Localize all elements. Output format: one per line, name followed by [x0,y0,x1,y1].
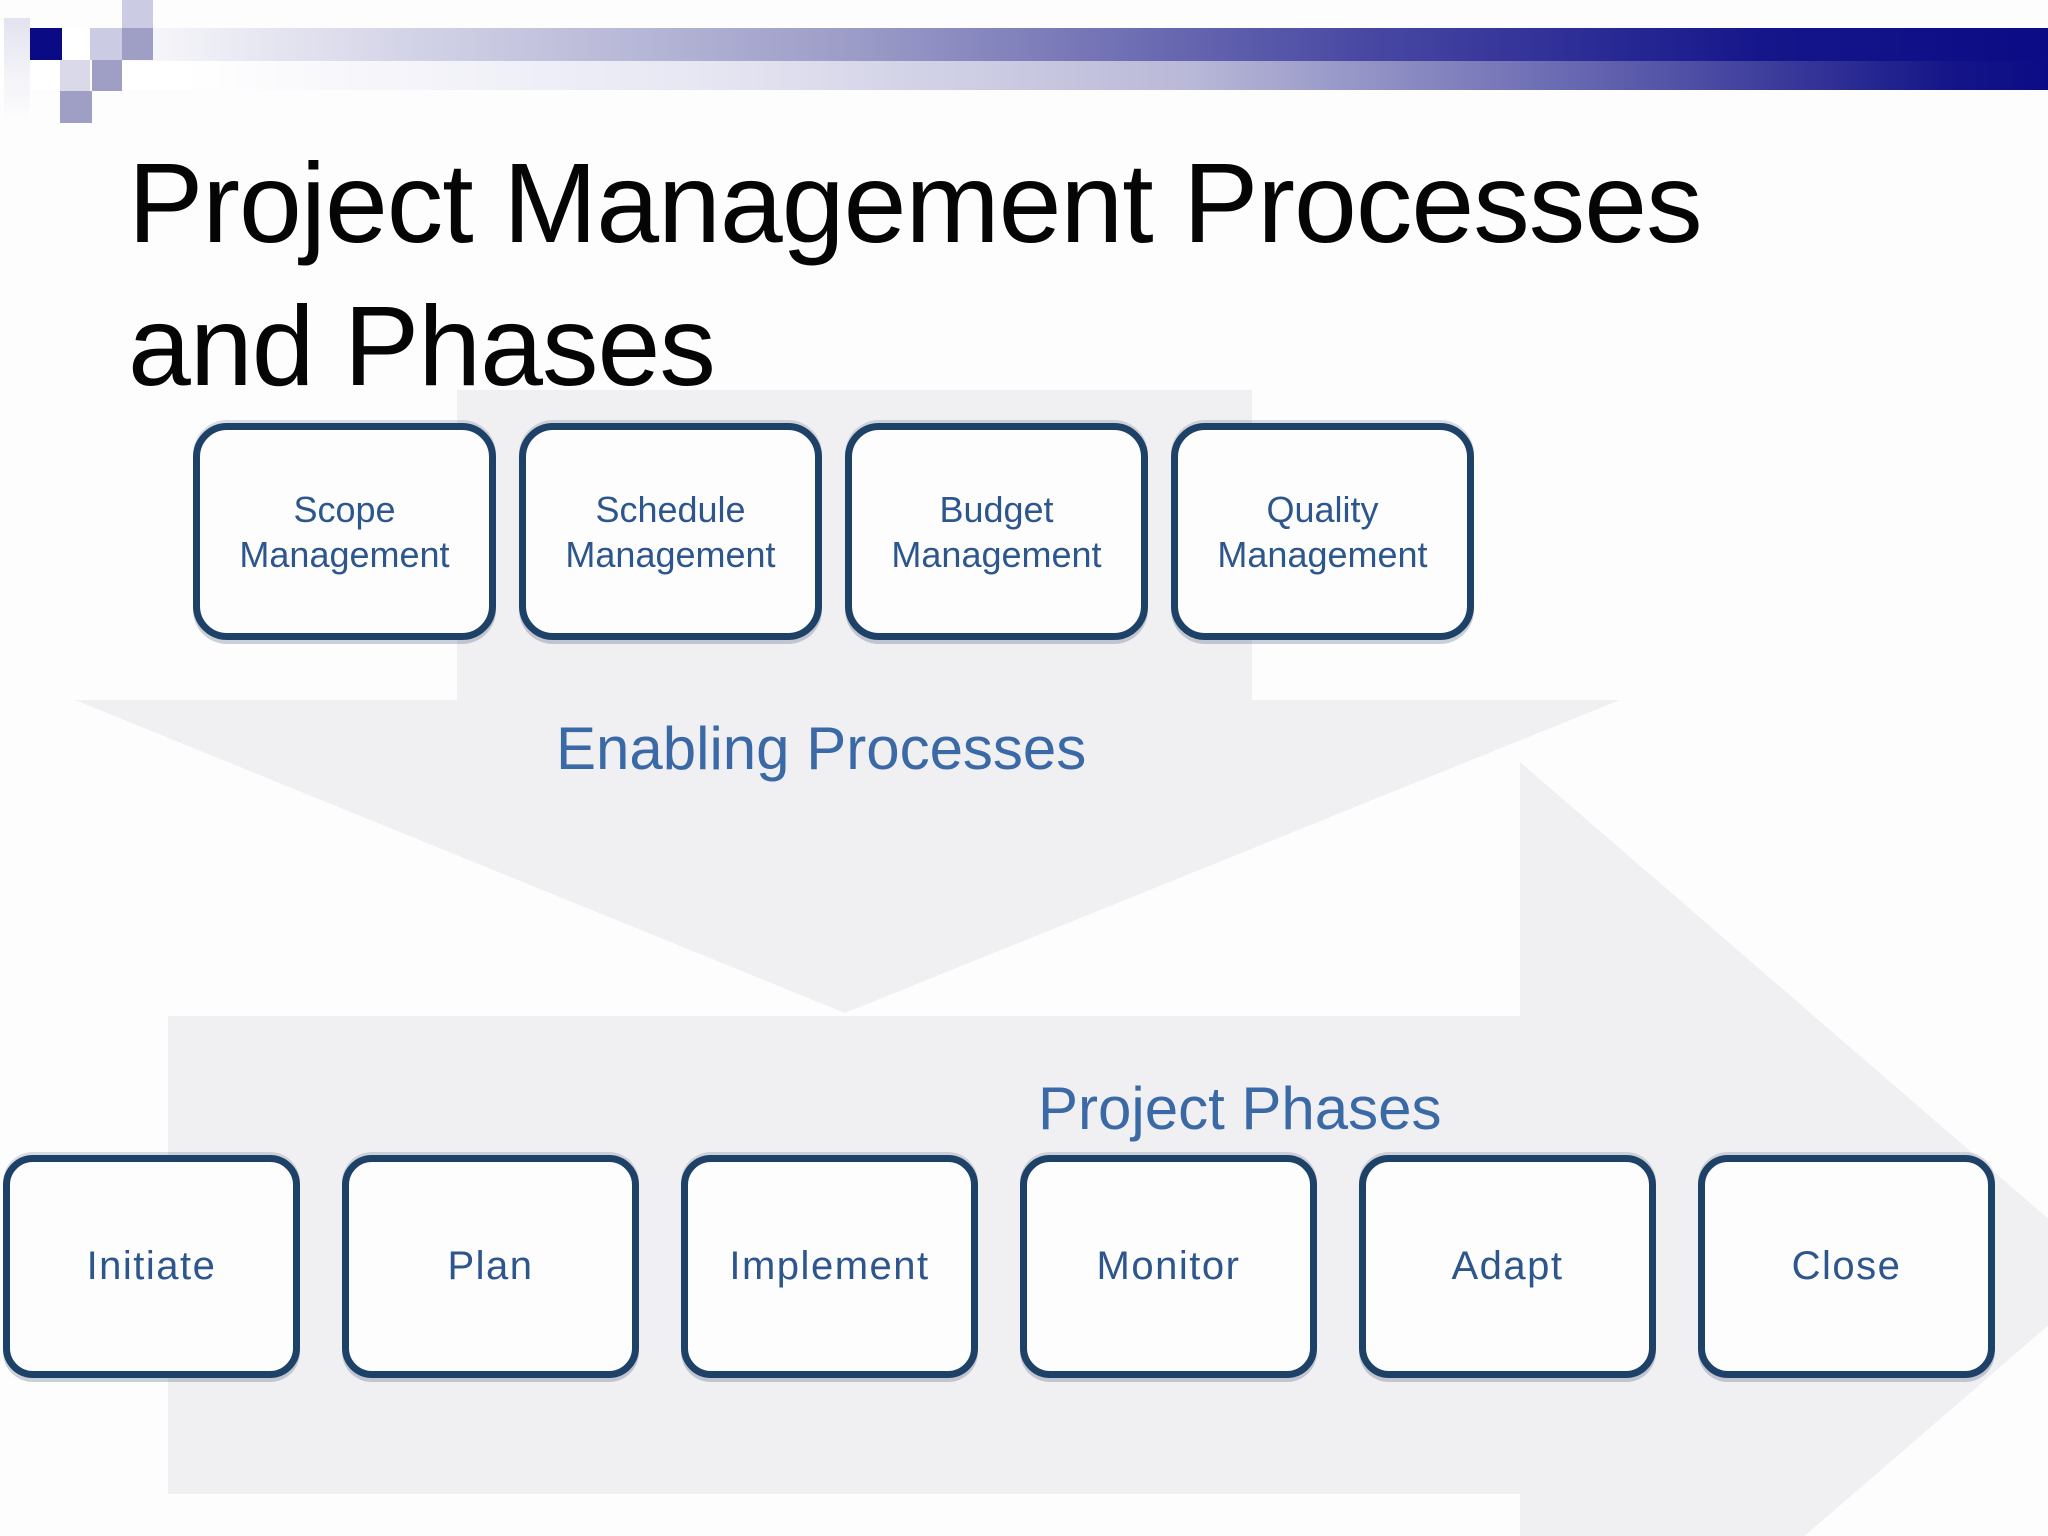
phase-box-close: Close [1698,1155,1995,1378]
process-box-schedule-management: Schedule Management [519,423,822,640]
deco-square [122,28,153,60]
phase-box-label: Monitor [1096,1244,1241,1288]
phase-box-label: Close [1791,1244,1902,1288]
phase-box-implement: Implement [681,1155,978,1378]
deco-square [60,60,90,91]
slide-title-line1: Project Management Processes [128,140,1703,266]
process-box-label: Budget [939,488,1054,530]
deco-square [30,28,62,60]
slide-title: Project Management Processes and Phases [128,132,1888,418]
deco-square [122,0,153,28]
phase-box-label: Implement [729,1244,930,1288]
process-box-label: Management [891,533,1102,575]
phase-box-initiate: Initiate [3,1155,300,1378]
process-box-label: Quality [1266,488,1379,530]
process-box-scope-management: Scope Management [193,423,496,640]
phase-box-label: Plan [447,1244,534,1288]
enabling-processes-label: Enabling Processes [556,715,1087,782]
deco-square [92,60,122,91]
header-gradient-bar-bottom [0,61,2048,90]
deco-square [90,28,122,60]
phase-box-monitor: Monitor [1020,1155,1317,1378]
process-box-label: Scope [293,488,396,530]
header-gradient-bar-top [0,28,2048,61]
phase-box-label: Initiate [86,1244,217,1288]
deco-square [60,91,92,123]
process-box-label: Schedule [595,488,746,530]
project-phases-label: Project Phases [1038,1075,1442,1142]
phase-box-label: Adapt [1451,1244,1564,1288]
phase-box-plan: Plan [342,1155,639,1378]
phase-box-adapt: Adapt [1359,1155,1656,1378]
process-box-budget-management: Budget Management [845,423,1148,640]
process-box-label: Management [1217,533,1428,575]
deco-left-strip [4,18,30,120]
slide-title-line2: and Phases [128,283,716,409]
process-box-label: Management [239,533,450,575]
process-box-quality-management: Quality Management [1171,423,1474,640]
process-box-label: Management [565,533,776,575]
